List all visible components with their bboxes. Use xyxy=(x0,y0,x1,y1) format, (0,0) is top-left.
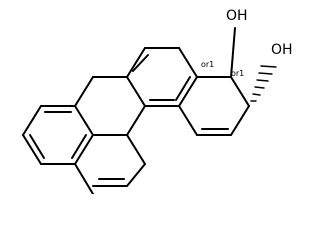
hydroxyl-bonds xyxy=(230,27,277,102)
hydroxyl-label: OH xyxy=(226,8,248,24)
stereo-label: or1 xyxy=(201,60,214,69)
ring-bonds xyxy=(22,47,250,194)
stereo-label: or1 xyxy=(231,69,244,78)
chemical-structure: OH OH or1 or1 xyxy=(22,8,293,194)
hydroxyl-label: OH xyxy=(271,42,293,58)
